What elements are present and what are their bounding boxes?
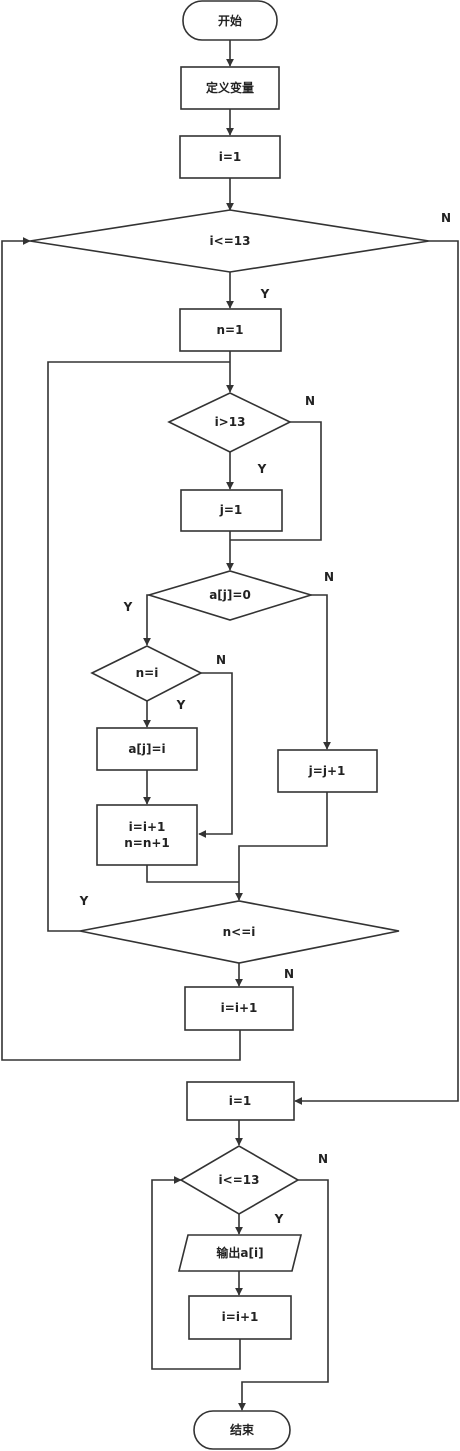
node-cond-i-le-13: i<=13 <box>29 209 430 273</box>
inc-i-line-label: i=i+1 <box>129 820 166 834</box>
edge-cond4-no <box>198 672 233 838</box>
node-cond-i-gt-13: i>13 <box>167 392 292 453</box>
edge-cond2-no <box>230 421 322 541</box>
cond-out-le-13-diamond <box>179 1145 300 1215</box>
node-i-init: i=1 <box>179 135 281 179</box>
node-end: 结束 <box>193 1410 291 1450</box>
edge-cond6-no <box>238 1179 329 1411</box>
node-cond-aj-eq-0: a[j]=0 <box>146 570 314 621</box>
cond-aj-eq-0-label: a[j]=0 <box>209 588 251 602</box>
node-start: 开始 <box>182 0 278 41</box>
cond-n-le-i-label: n<=i <box>223 925 256 939</box>
cond-n-eq-i-diamond <box>90 645 203 702</box>
i-init-box <box>179 135 281 179</box>
edge-cond3-no <box>311 594 331 750</box>
output-label: 输出a[i] <box>216 1245 263 1260</box>
edge-loop-back-inner <box>47 361 230 932</box>
node-assign-aj-i: a[j]=i <box>96 727 198 771</box>
cond-n-le-i-diamond <box>79 900 400 964</box>
assign-aj-i-label: a[j]=i <box>128 742 165 756</box>
j-init-box <box>180 489 283 532</box>
label-yes-cond1: Y <box>260 287 270 301</box>
edges <box>1 40 459 1411</box>
node-inc-i-out: i=i+1 <box>188 1295 292 1340</box>
inc-j-box <box>277 749 378 793</box>
node-output: 输出a[i] <box>177 1234 303 1272</box>
label-yes-cond2: Y <box>257 462 267 476</box>
node-cond-n-eq-i: n=i <box>90 645 203 702</box>
assign-aj-i-box <box>96 727 198 771</box>
label-yes-cond4: Y <box>176 698 186 712</box>
inc-i-n-box <box>96 804 198 866</box>
end-label: 结束 <box>230 1422 255 1437</box>
cond-i-gt-13-diamond <box>167 392 292 453</box>
node-inc-i-outer: i=i+1 <box>184 986 294 1031</box>
label-no-cond4: N <box>216 653 226 667</box>
cond-i-le-13-diamond <box>29 209 430 273</box>
node-cond-n-le-i: n<=i <box>79 900 400 964</box>
edge-loop-back-output <box>151 1176 241 1370</box>
edge-labels: N Y N Y N Y N Y Y N N Y <box>79 211 451 1226</box>
output-parallelogram <box>177 1234 303 1272</box>
node-inc-j: j=j+1 <box>277 749 378 793</box>
node-n-init: n=1 <box>179 308 282 352</box>
cond-n-eq-i-label: n=i <box>136 666 159 680</box>
label-yes-cond3: Y <box>123 600 133 614</box>
edge-incj-merge <box>235 792 328 901</box>
inc-i-outer-box <box>184 986 294 1031</box>
start-label: 开始 <box>218 13 242 28</box>
node-cond-out-le-13: i<=13 <box>179 1145 300 1215</box>
node-i-reset: i=1 <box>186 1081 295 1121</box>
label-no-cond5: N <box>284 967 294 981</box>
node-inc-i-n: i=i+1 n=n+1 <box>96 804 198 866</box>
start-terminal <box>182 0 278 41</box>
define-box <box>180 66 280 110</box>
label-yes-cond5: Y <box>79 894 89 908</box>
i-reset-label: i=1 <box>229 1094 252 1108</box>
cond-out-le-13-label: i<=13 <box>219 1173 260 1187</box>
i-init-label: i=1 <box>219 150 242 164</box>
edge-cond1-no <box>294 240 459 1105</box>
define-label: 定义变量 <box>206 80 254 95</box>
edge-cond3-yes <box>143 594 151 646</box>
edge-loop-back-outer <box>1 237 241 1061</box>
label-no-cond3: N <box>324 570 334 584</box>
n-init-box <box>179 308 282 352</box>
inc-j-label: j=j+1 <box>308 764 346 778</box>
label-yes-cond6: Y <box>274 1212 284 1226</box>
inc-i-out-label: i=i+1 <box>222 1310 259 1324</box>
inc-i-outer-label: i=i+1 <box>221 1001 258 1015</box>
i-reset-box <box>186 1081 295 1121</box>
label-no-cond2: N <box>305 394 315 408</box>
node-j-init: j=1 <box>180 489 283 532</box>
cond-i-gt-13-label: i>13 <box>215 415 246 429</box>
label-no-cond1: N <box>441 211 451 225</box>
inc-n-line-label: n=n+1 <box>124 836 170 850</box>
n-init-label: n=1 <box>217 323 244 337</box>
inc-i-out-box <box>188 1295 292 1340</box>
node-define: 定义变量 <box>180 66 280 110</box>
edge-inc-merge <box>146 865 239 883</box>
label-no-cond6: N <box>318 1152 328 1166</box>
cond-aj-eq-0-diamond <box>146 570 314 621</box>
j-init-label: j=1 <box>219 503 243 517</box>
cond-i-le-13-label: i<=13 <box>210 234 251 248</box>
end-terminal <box>193 1410 291 1450</box>
